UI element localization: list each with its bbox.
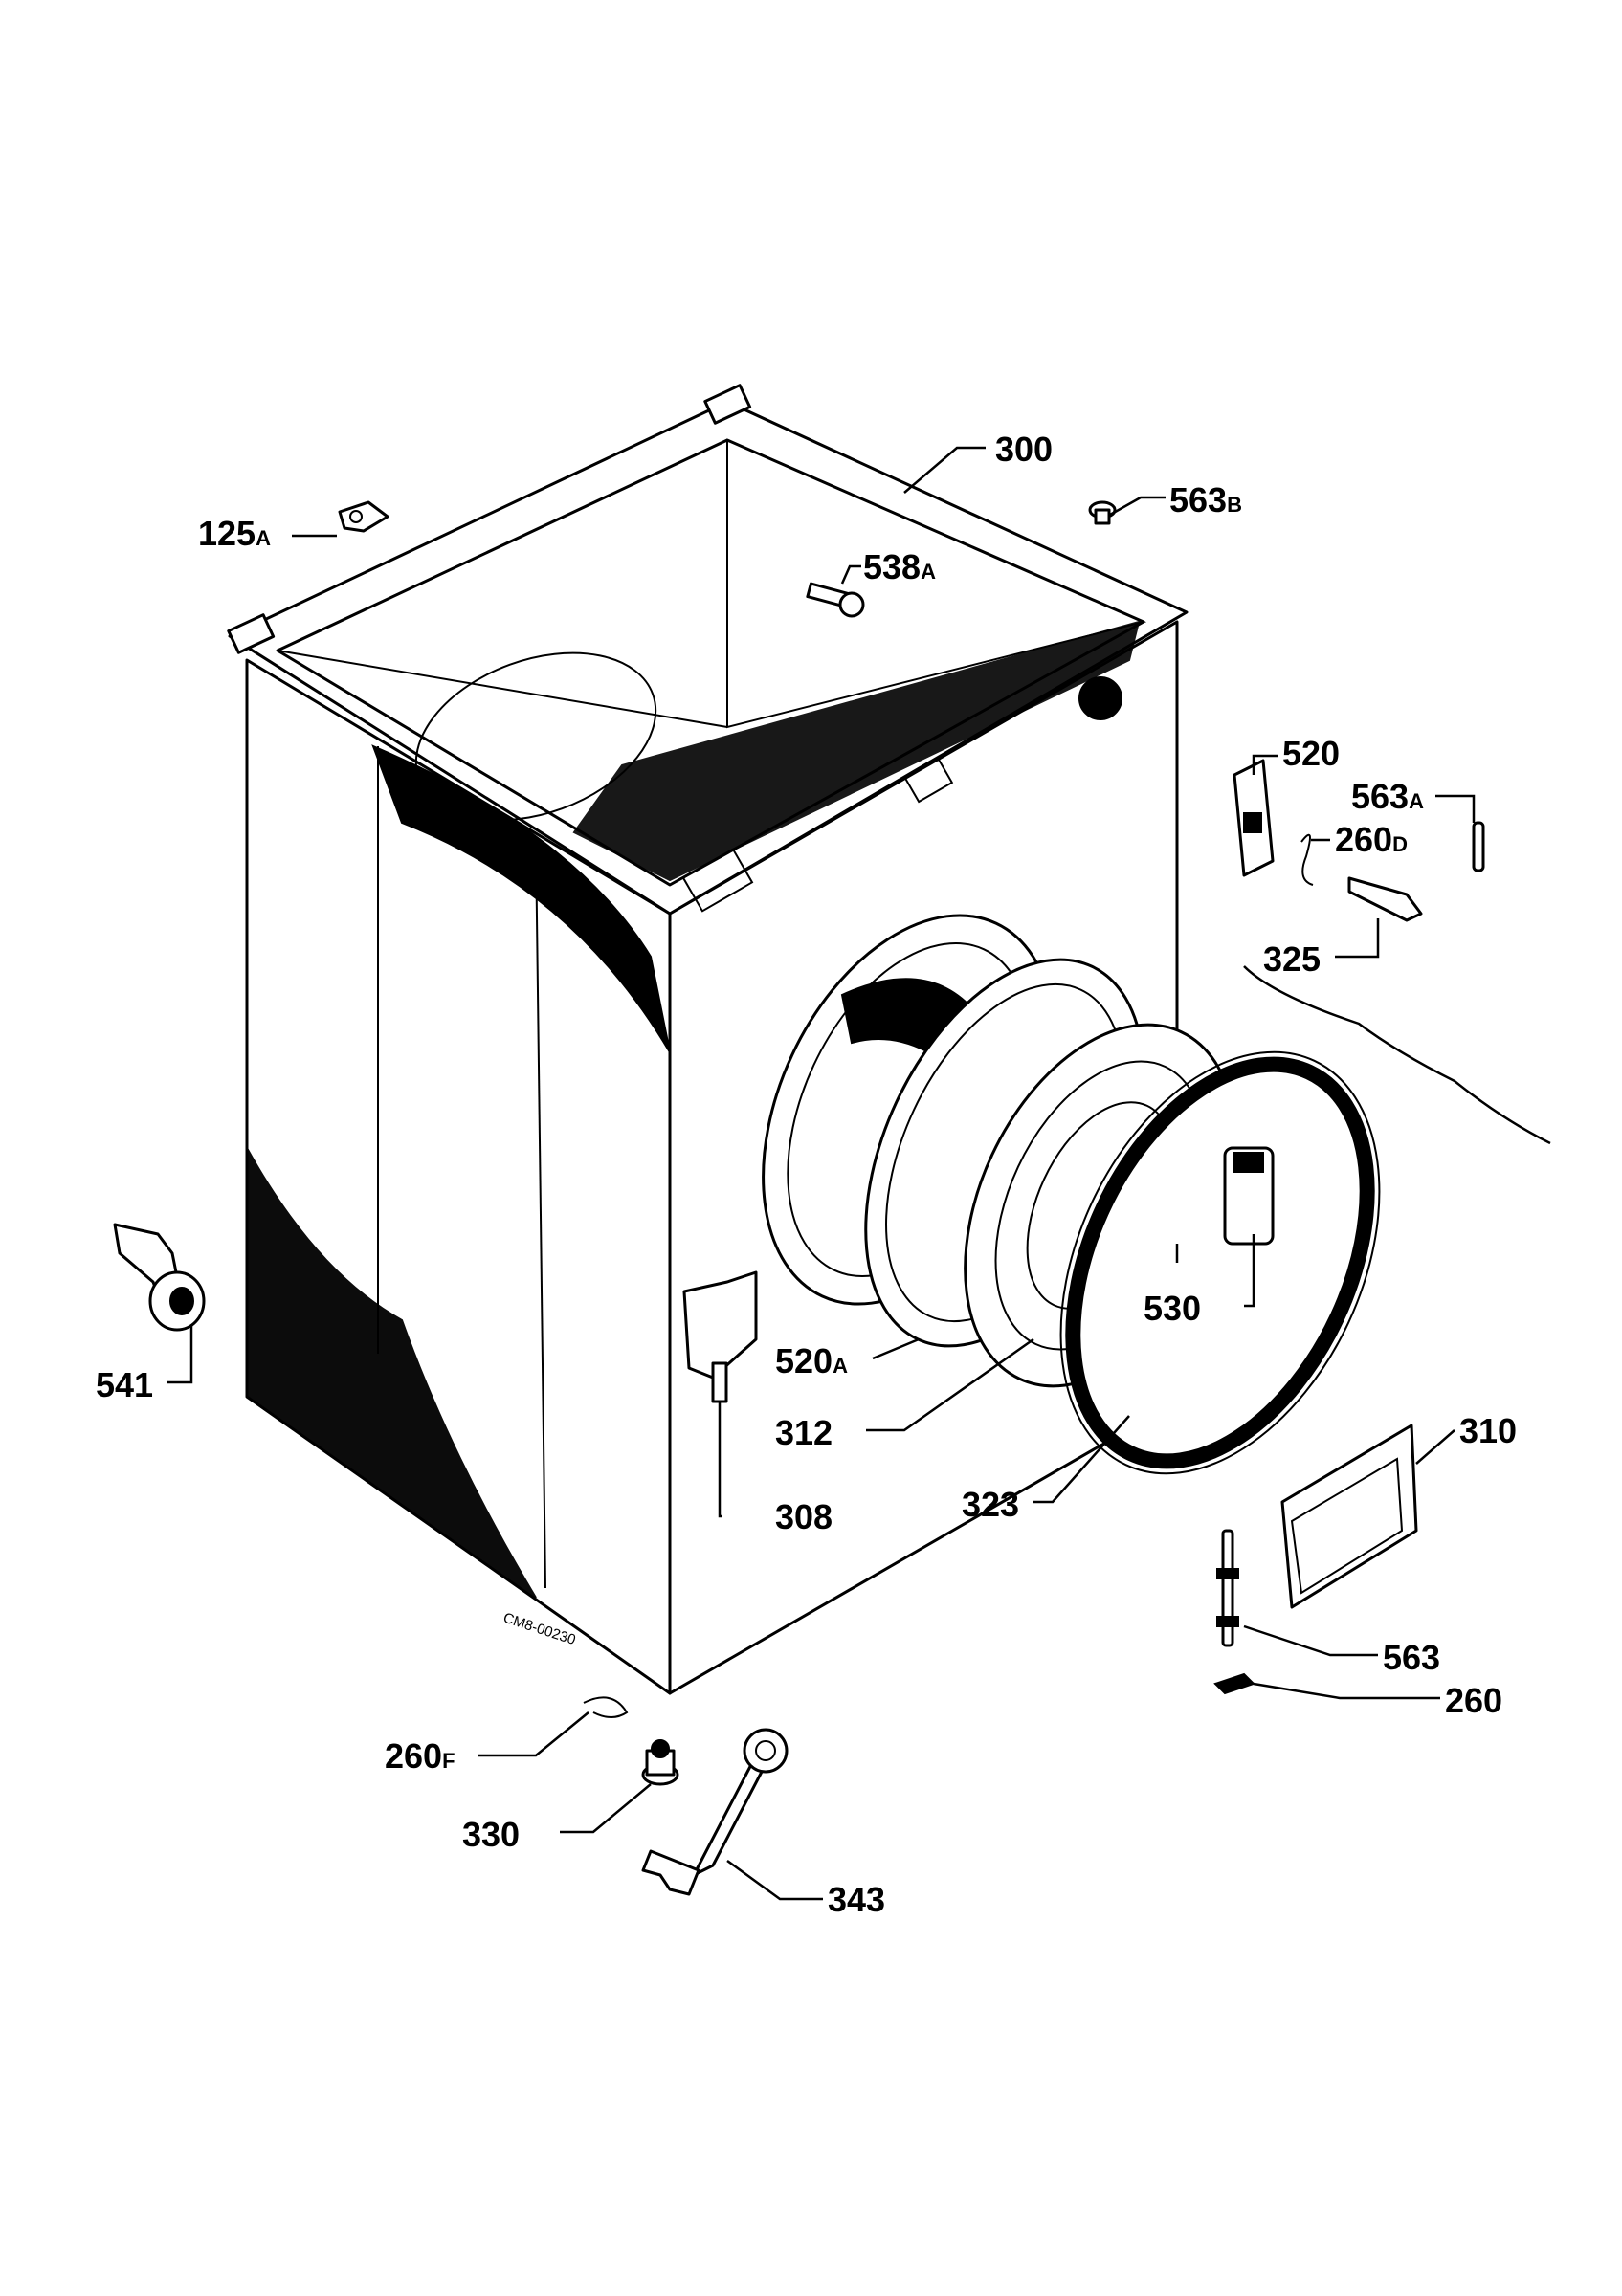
callout-563A: 563A <box>1351 777 1424 816</box>
part-541 <box>113 1223 206 1332</box>
callout-520: 520 <box>1282 734 1340 773</box>
part-520A <box>682 1270 758 1403</box>
part-325 <box>1347 876 1423 922</box>
part-343 <box>641 1728 789 1896</box>
callout-323: 323 <box>962 1485 1019 1524</box>
door-ring-323 <box>1059 1050 1381 1475</box>
callout-labels: 300 563B 125A 538A 520 563A 260D 325 530… <box>96 430 1517 1919</box>
callout-343: 343 <box>828 1880 885 1919</box>
callout-330: 330 <box>462 1815 520 1854</box>
part-520 <box>1233 759 1275 877</box>
part-260 <box>1213 1672 1255 1695</box>
part-310 <box>1280 1424 1418 1609</box>
callout-260: 260 <box>1445 1681 1502 1720</box>
part-125A <box>338 500 389 533</box>
callout-541: 541 <box>96 1365 153 1404</box>
part-330 <box>641 1739 679 1786</box>
leader-lines <box>167 446 1476 1901</box>
cabinet <box>227 384 1189 1695</box>
part-260D <box>1300 833 1314 886</box>
part-260F <box>583 1696 629 1718</box>
callout-300: 300 <box>995 430 1053 469</box>
callout-538A: 538A <box>863 547 936 586</box>
callout-312: 312 <box>775 1413 833 1452</box>
callout-520A: 520A <box>775 1341 848 1380</box>
callout-563: 563 <box>1383 1638 1440 1677</box>
wire <box>1243 965 1551 1145</box>
part-563A <box>1472 821 1485 872</box>
callout-308: 308 <box>775 1497 833 1536</box>
callout-310: 310 <box>1459 1411 1517 1450</box>
callout-563B: 563B <box>1169 480 1242 519</box>
callout-530: 530 <box>1144 1289 1201 1328</box>
part-563 <box>1216 1529 1239 1647</box>
callout-125A: 125A <box>198 514 271 553</box>
part-538A <box>806 582 865 618</box>
callout-260D: 260D <box>1335 820 1408 859</box>
callout-325: 325 <box>1263 939 1321 979</box>
callout-260F: 260F <box>385 1736 455 1776</box>
part-563B <box>1088 500 1117 525</box>
